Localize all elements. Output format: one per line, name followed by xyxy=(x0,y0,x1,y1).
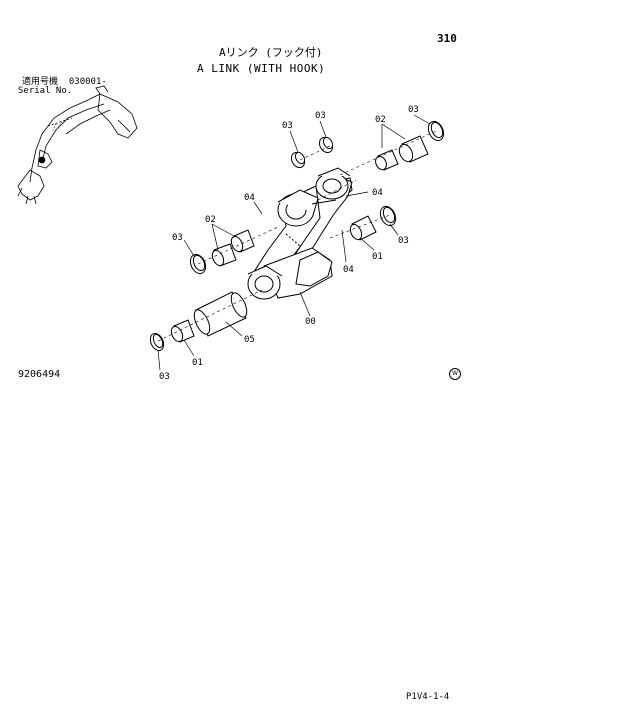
leader-lines xyxy=(157,114,431,371)
serial-label-english: Serial No. xyxy=(18,86,73,96)
title-english: A LINK (WITH HOOK) xyxy=(197,62,326,75)
callout-04-c: 04 xyxy=(343,265,354,275)
page-code: P1V4-1-4 xyxy=(406,692,450,702)
title-japanese: Aリンク (フック付) xyxy=(219,46,323,59)
callout-03-b: 03 xyxy=(315,111,326,121)
serial-value: 030001- xyxy=(68,77,107,87)
callout-05: 05 xyxy=(244,335,255,345)
callout-01-a: 01 xyxy=(372,252,383,262)
circled-mark: W xyxy=(449,368,461,380)
serial-label-japanese: 適用号機 030001- xyxy=(22,78,107,87)
callout-04-b: 04 xyxy=(372,188,383,198)
page-number: 310 xyxy=(437,32,457,45)
parts xyxy=(149,120,445,352)
drawing-number: 9206494 xyxy=(18,369,61,380)
callout-04-a: 04 xyxy=(244,193,255,203)
callout-02-a: 02 xyxy=(375,115,386,125)
callout-03-d: 03 xyxy=(398,236,409,246)
callout-03-a: 03 xyxy=(282,121,293,131)
serial-label-jp: 適用号機 xyxy=(22,77,59,87)
assembly-lines xyxy=(157,130,437,342)
callout-03-c: 03 xyxy=(172,233,183,243)
a-link-body xyxy=(247,167,353,300)
excavator-thumbnail-icon xyxy=(17,85,138,205)
callout-labels: 03 03 02 04 04 02 03 03 01 04 00 05 01 0… xyxy=(159,105,419,382)
callout-01-b: 01 xyxy=(192,358,203,368)
callout-03-f: 03 xyxy=(159,372,170,382)
callout-00: 00 xyxy=(305,317,316,327)
callout-02-b: 02 xyxy=(205,215,216,225)
callout-03-e: 03 xyxy=(408,105,419,115)
